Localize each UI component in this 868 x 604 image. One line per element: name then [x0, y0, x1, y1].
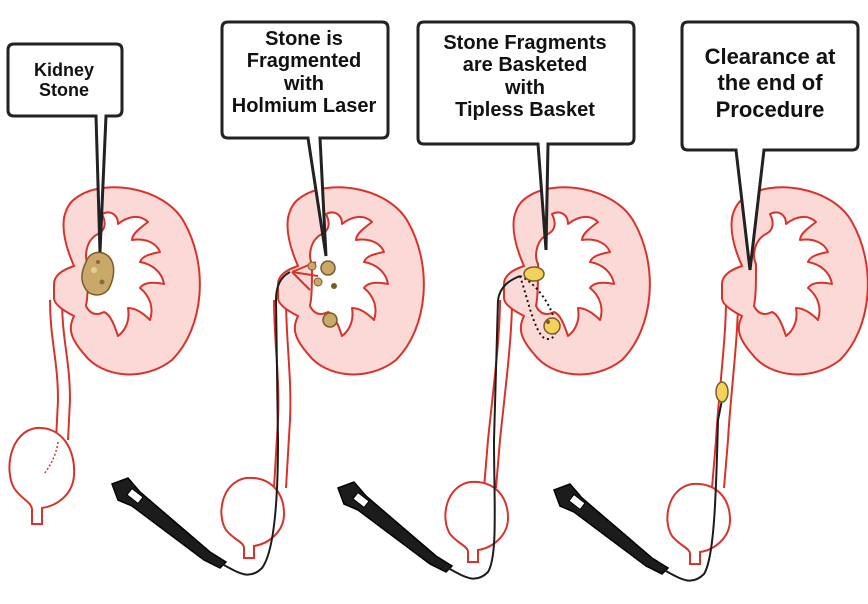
panel-3	[337, 20, 651, 580]
label-line: Kidney	[33, 60, 94, 80]
kidney	[53, 186, 201, 376]
callout-clearance	[680, 20, 860, 271]
callout-laser	[220, 20, 390, 257]
label-line: with	[505, 76, 545, 99]
callout-label-clearance: Clearance at the end of Procedure	[684, 44, 856, 123]
ureter	[61, 299, 72, 441]
stone-fragment	[715, 381, 729, 403]
bladder	[444, 480, 510, 563]
callout-kidney-stone	[6, 42, 124, 253]
label-line: are Basketed	[462, 54, 588, 77]
label-line: Tipless Basket	[455, 99, 595, 122]
panel-1	[6, 42, 201, 525]
kidney-stone	[81, 251, 115, 296]
label-line: Holmium Laser	[231, 95, 377, 118]
label-line: Stone is	[265, 28, 343, 50]
panel-4	[553, 20, 868, 582]
kidney	[503, 186, 651, 376]
bladder	[8, 426, 76, 525]
ureteroscope	[337, 275, 521, 580]
callout-label-kidney-stone: Kidney Stone	[12, 60, 116, 100]
ureteroscope	[111, 271, 291, 576]
callout-label-basket: Stone Fragments are Basketed with Tiples…	[420, 32, 630, 122]
label-line: with	[284, 72, 324, 95]
label-line: the end of	[717, 70, 823, 96]
label-line: Clearance at	[704, 44, 836, 69]
tipless-basket	[519, 266, 561, 340]
stone-fragments	[307, 260, 338, 328]
label-line: Fragmented	[246, 50, 362, 73]
callout-basket	[416, 20, 636, 251]
bladder	[666, 482, 732, 565]
label-line: Procedure	[715, 96, 825, 122]
callout-label-laser: Stone is Fragmented with Holmium Laser	[224, 28, 384, 118]
ureteroscope	[553, 399, 723, 582]
label-line: Stone Fragments	[443, 32, 607, 54]
panel-2	[111, 20, 425, 576]
label-line: Stone	[38, 80, 89, 101]
bladder	[220, 476, 286, 559]
